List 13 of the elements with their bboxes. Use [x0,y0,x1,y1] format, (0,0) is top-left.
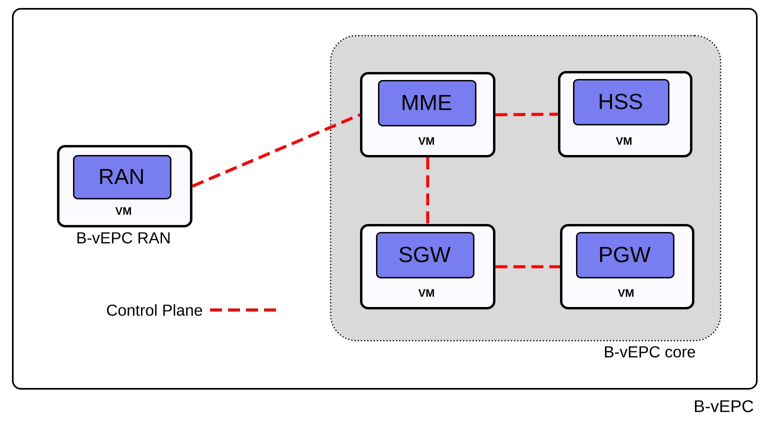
node-caption: B-vEPC RAN [77,232,170,244]
function-box: PGW [576,232,674,278]
function-box: MME [378,80,476,126]
node-label: B-vEPC core [604,346,696,358]
connector-line [495,265,560,268]
function-box: HSS [573,79,670,126]
function-box: SGW [376,232,474,278]
connector-line [426,157,430,224]
connector-line [495,112,558,116]
function-box: RAN [73,155,172,200]
connector-line [192,113,361,188]
legend-text: Control Plane [107,304,202,316]
node-label: B-vEPC [694,400,754,412]
